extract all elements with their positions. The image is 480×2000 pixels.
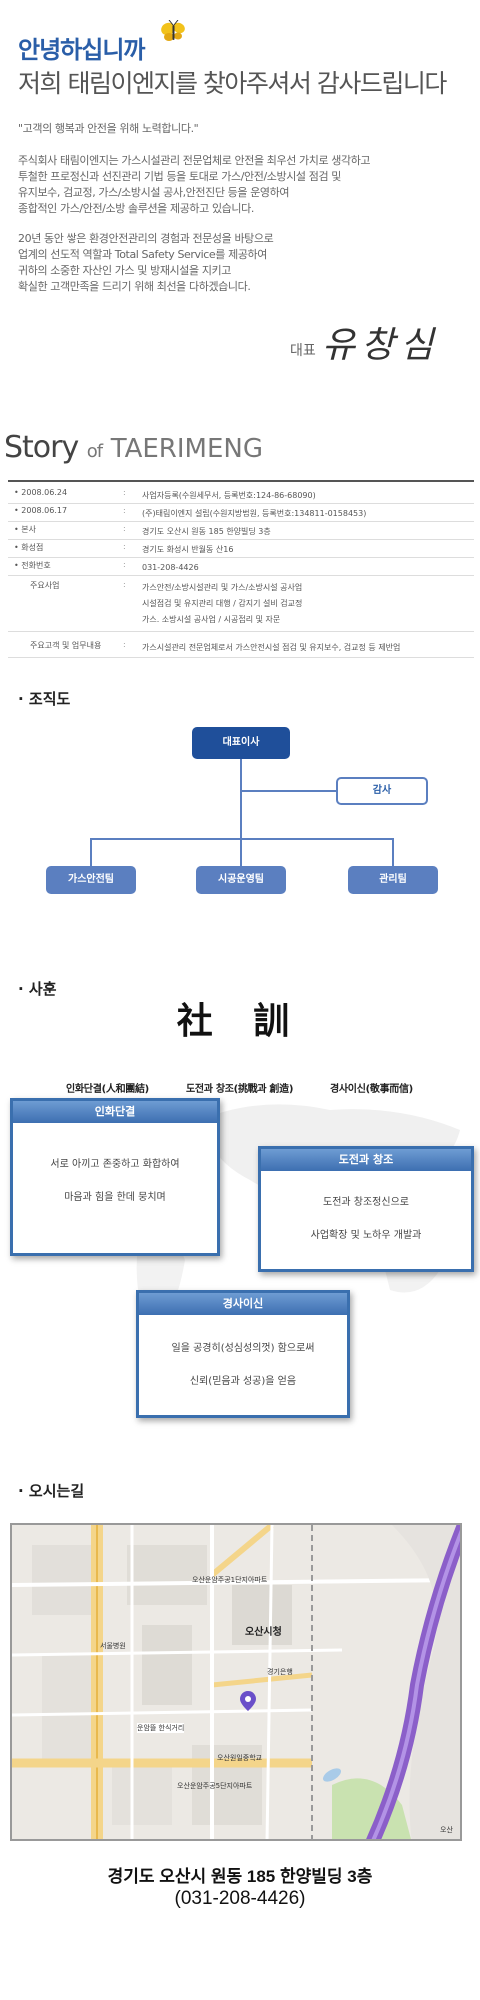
- history-row: • 화성점 : 경기도 화성시 반월동 산16: [8, 542, 474, 558]
- history-value: 가스. 소방시설 공사업 / 시공접리 및 자문: [142, 615, 281, 624]
- motto-card-title: 인화단결: [13, 1101, 217, 1123]
- org-team-management: 관리팀: [348, 866, 438, 894]
- history-value: 시설점검 및 유지관리 대행 / 감지기 설비 검교정: [142, 599, 303, 608]
- history-row: • 2008.06.24 : 사업자등록(수원세무서, 등록번호:124-86-…: [8, 488, 474, 504]
- map-label-station: 오산: [440, 1826, 453, 1834]
- org-connector: [240, 838, 242, 866]
- motto-word: 도전과 창조(挑戰과 創造): [186, 1084, 294, 1095]
- greeting-paragraph-line: 종합적인 가스/안전/소방 솔루션을 제공하고 있습니다.: [18, 202, 254, 215]
- motto-heading: · 사훈: [18, 980, 57, 998]
- location-address: 경기도 오산시 원동 185 한양빌딩 3층: [107, 1867, 373, 1886]
- story-title: Story of TAERIMENG: [4, 430, 263, 465]
- org-audit-box: 감사: [336, 777, 428, 805]
- history-key: • 2008.06.17: [14, 506, 68, 515]
- history-value: 가스안전/소방시설관리 및 가스/소방시설 공사업: [142, 583, 303, 592]
- signature-label: 대표: [290, 343, 316, 359]
- history-key: • 본사: [14, 525, 36, 534]
- map-marker-icon[interactable]: [240, 1691, 256, 1715]
- history-key: • 전화번호: [14, 561, 51, 570]
- map-label-market: 운암뜰 한식거리: [137, 1723, 185, 1733]
- motto-card-line: 신뢰(믿음과 성공)을 얻음: [189, 1376, 297, 1387]
- motto-card: 경사이신 일을 공경히(성심성의껏) 함으로써 신뢰(믿음과 성공)을 얻음: [136, 1290, 350, 1418]
- history-key: 주요고객 및 업무내용: [30, 641, 102, 650]
- org-team-gas-safety: 가스안전팀: [46, 866, 136, 894]
- org-connector: [392, 838, 394, 866]
- history-separator: :: [123, 542, 126, 551]
- greeting-paragraph-line: 유지보수, 검교정, 가스/소방시설 공사,안전진단 등을 운영하여: [18, 186, 290, 199]
- history-key: • 화성점: [14, 543, 44, 552]
- history-row: • 2008.06.17 : (주)태림이엔지 설립(수원지방법원, 등록번호:…: [8, 506, 474, 522]
- history-value: 가스시설관리 전문업체로서 가스안전시설 점검 및 유지보수, 검교정 등 제반…: [142, 643, 401, 652]
- map-label-apt2: 오산운암주공5단지아파트: [177, 1782, 253, 1790]
- history-value: 031-208-4426: [142, 563, 199, 572]
- story-title-of: of: [86, 441, 103, 462]
- motto-word: 경사이신(敬事而信): [330, 1084, 413, 1095]
- org-team-construction: 시공운영팀: [196, 866, 286, 894]
- history-separator: :: [123, 506, 126, 515]
- history-value: 경기도 오산시 원동 185 한양빌딩 3층: [142, 527, 271, 536]
- story-title-main: Story: [4, 430, 79, 465]
- history-key: • 2008.06.24: [14, 488, 68, 497]
- motto-card-line: 일을 공경히(성심성의껏) 함으로써: [171, 1343, 315, 1354]
- location-heading: · 오시는길: [18, 1482, 85, 1500]
- history-separator: :: [123, 524, 126, 533]
- greeting-paragraph-line: 투철한 프로정신과 선진관리 기법 등을 토대로 가스/안전/소방시설 점검 및: [18, 170, 341, 183]
- greeting-paragraph-line: 업계의 선도적 역할과 Total Safety Service를 제공하여: [18, 248, 267, 261]
- location-map[interactable]: 오산시청 경기은행 오산운암주공1단지아파트 오산운암주공5단지아파트 오산원일…: [10, 1523, 462, 1841]
- motto-card-title: 도전과 창조: [261, 1149, 471, 1171]
- greeting-subtitle: 저희 태림이엔지를 찾아주셔서 감사드립니다: [18, 69, 447, 98]
- history-separator: :: [123, 488, 126, 497]
- org-connector: [90, 838, 92, 866]
- motto-card-title: 경사이신: [139, 1293, 347, 1315]
- history-separator: :: [123, 560, 126, 569]
- story-title-company: TAERIMENG: [110, 434, 263, 464]
- motto-card-line: 서로 아끼고 존중하고 화합하여: [50, 1159, 180, 1170]
- greeting-paragraph-line: 주식회사 태림이엔지는 가스시설관리 전문업체로 안전을 최우선 가치로 생각하…: [18, 154, 371, 167]
- org-heading: · 조직도: [18, 690, 71, 708]
- history-row: • 전화번호 : 031-208-4426: [8, 560, 474, 576]
- history-row: • 본사 : 경기도 오산시 원동 185 한양빌딩 3층: [8, 524, 474, 540]
- signature-name: 유창심: [322, 325, 440, 366]
- motto-card: 인화단결 서로 아끼고 존중하고 화합하여 마음과 힘을 한데 뭉치며: [10, 1098, 220, 1256]
- org-connector: [240, 758, 242, 838]
- map-label-city-hall: 오산시청: [245, 1627, 282, 1638]
- map-label-school: 오산원일중학교: [217, 1754, 263, 1762]
- history-value: 경기도 화성시 반월동 산16: [142, 545, 234, 554]
- map-label-bank: 경기은행: [267, 1668, 293, 1676]
- history-row: 주요고객 및 업무내용 : 가스시설관리 전문업체로서 가스안전시설 점검 및 …: [8, 640, 474, 658]
- map-label-apt1: 오산운암주공1단지아파트: [192, 1576, 268, 1584]
- history-value: 사업자등록(수원세무서, 등록번호:124-86-68090): [142, 491, 316, 500]
- location-phone: (031-208-4426): [174, 1888, 306, 1909]
- motto-calligraphy: 社 訓: [176, 1000, 304, 1042]
- motto-word: 인화단결(人和團結): [66, 1084, 149, 1095]
- map-label-hospital: 서울병원: [100, 1642, 126, 1650]
- motto-card-line: 도전과 창조정신으로: [323, 1197, 409, 1208]
- org-connector: [240, 790, 336, 792]
- butterfly-icon: [160, 19, 186, 48]
- story-divider: [8, 480, 474, 482]
- greeting-quote: "고객의 행복과 안전을 위해 노력합니다.": [18, 122, 199, 135]
- history-separator: :: [123, 580, 126, 589]
- motto-card-line: 마음과 힘을 한데 뭉치며: [64, 1192, 166, 1203]
- motto-card: 도전과 창조 도전과 창조정신으로 사업확장 및 노하우 개발과: [258, 1146, 474, 1272]
- greeting-paragraph-line: 귀하의 소중한 자산인 가스 및 방재시설을 지키고: [18, 264, 231, 277]
- motto-card-line: 사업확장 및 노하우 개발과: [310, 1230, 422, 1241]
- history-separator: :: [123, 640, 126, 649]
- history-key: 주요사업: [30, 581, 60, 590]
- history-value: (주)태림이엔지 설립(수원지방법원, 등록번호:134811-0158453): [142, 509, 367, 518]
- greeting-paragraph-line: 20년 동안 쌓은 환경안전관리의 경험과 전문성을 바탕으로: [18, 232, 274, 245]
- greeting-title: 안녕하십니까: [18, 36, 145, 64]
- org-ceo-box: 대표이사: [192, 727, 290, 759]
- history-row: 주요사업 : 가스안전/소방시설관리 및 가스/소방시설 공사업 시설점검 및 …: [8, 580, 474, 632]
- greeting-paragraph-line: 확실한 고객만족을 드리기 위해 최선을 다하겠습니다.: [18, 280, 251, 293]
